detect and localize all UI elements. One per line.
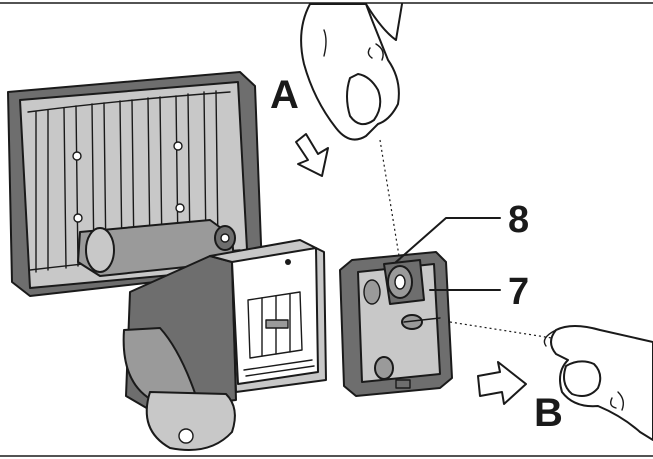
hand-b [543,325,653,441]
terminal-block [243,291,315,377]
fin-rivets [72,141,185,223]
leader-line-8 [395,217,501,263]
label-step-a: A [270,73,299,117]
hand-b-nail [563,360,602,397]
hand-a-nail [346,73,382,126]
label-part-8: 8 [508,199,529,241]
terminal-box-open [209,239,327,393]
label-part-7: 7 [508,271,529,313]
guide-line-b [449,321,553,339]
guide-line-a [379,139,401,263]
arrow-b [477,361,527,405]
hand-a [300,3,403,141]
arrow-a [295,133,329,177]
label-step-b: B [534,391,563,435]
cover-gasket [363,259,425,305]
pir-lens [145,391,236,451]
terminal-cover [339,251,453,397]
sensor-body [122,255,237,451]
